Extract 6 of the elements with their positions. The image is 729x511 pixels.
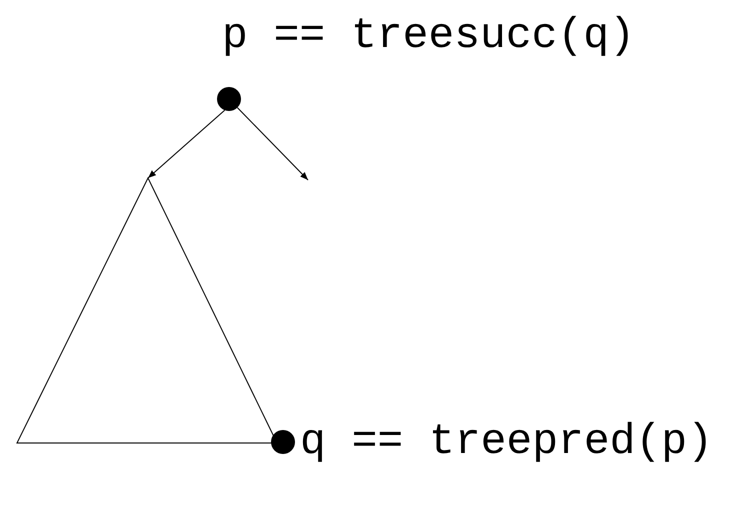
tree-node-dot bbox=[217, 87, 241, 111]
arrow bbox=[236, 107, 308, 180]
code-label: p == treesucc(q) bbox=[222, 14, 635, 57]
tree-node-dot bbox=[271, 430, 295, 454]
code-label: q == treepred(p) bbox=[300, 420, 713, 463]
arrow bbox=[148, 110, 226, 178]
